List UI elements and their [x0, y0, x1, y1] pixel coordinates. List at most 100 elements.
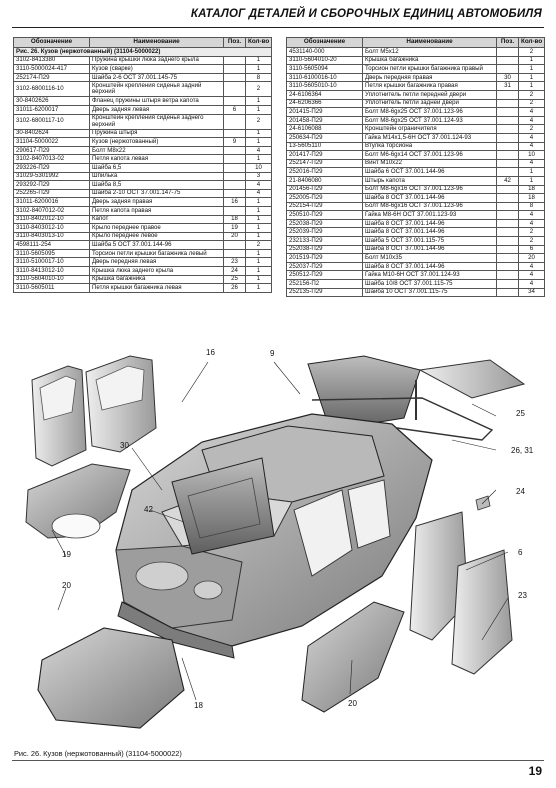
cell-qty: 3 [245, 171, 272, 182]
cell-qty: 4 [518, 279, 545, 289]
cell-code: 3110-5100017-10 [13, 257, 90, 268]
cell-code: 4598111-254 [13, 240, 90, 250]
cell-code: 4531140-000 [286, 47, 363, 57]
cell-pos: 16 [223, 197, 246, 207]
cell-code: 3102-6800116-10 [13, 81, 90, 98]
cell-name: Пружина крышки люка заднего крыла [89, 55, 224, 66]
cell-name: Торсион петли крышки багажника левый [89, 248, 224, 259]
cell-pos [223, 81, 246, 98]
figure-row: Рис. 26. Кузов (нержотованный) (31104-50… [13, 47, 272, 57]
cell-qty: 1 [518, 64, 545, 74]
cell-name: Кузов (нержотованный) [89, 137, 224, 147]
cell-code: 30-8402624 [13, 128, 90, 139]
cell-pos: 42 [496, 175, 519, 186]
callout-42: 42 [144, 505, 153, 514]
cell-pos [496, 89, 519, 100]
header-rule [12, 27, 544, 28]
cell-name: Гайка М10-6Н ОСТ 37.001.124-93 [362, 270, 497, 281]
front-door-right-drawing [409, 511, 469, 641]
cell-pos [223, 64, 246, 74]
cell-name: Фланец пружины штыря ветра капота [89, 96, 224, 106]
cell-qty: 1 [518, 72, 545, 83]
cell-name: Уплотнитель петли задней двери [362, 98, 497, 109]
cell-name: Винт М10х22 [362, 158, 497, 169]
callout-18: 18 [194, 701, 203, 710]
cell-qty: 18 [518, 184, 545, 195]
cell-code: 3110-5000024-417 [13, 64, 90, 74]
footer-rule [12, 760, 544, 761]
cell-qty: 1 [518, 175, 545, 186]
rear-door-right-drawing [85, 355, 157, 453]
cell-pos [496, 141, 519, 152]
cell-code: 250510-П29 [286, 210, 363, 220]
cell-code: 252135-П29 [286, 287, 363, 298]
cell-name: Крышка люка заднего крыла [89, 266, 224, 276]
cell-pos [496, 236, 519, 246]
cell-pos: 24 [223, 266, 246, 276]
cell-code: 252039-П29 [286, 227, 363, 238]
col-header-pos: Поз. [223, 37, 246, 48]
col-header-qty: Кол-во [245, 37, 272, 48]
cell-qty: 1 [245, 231, 272, 242]
cell-qty: 1 [245, 248, 272, 259]
cell-qty: 2 [518, 98, 545, 109]
cell-code: 3110-5604010-10 [13, 274, 90, 285]
page-title: КАТАЛОГ ДЕТАЛЕЙ И СБОРОЧНЫХ ЕДИНИЦ АВТОМ… [190, 8, 542, 20]
callout-24: 24 [516, 487, 525, 496]
cell-code: 3102-8407012-02 [13, 205, 90, 216]
cell-qty: 4 [518, 115, 545, 126]
cell-pos: 26 [223, 283, 246, 293]
cell-code: 30-8402626 [13, 96, 90, 106]
callout-20-bottom: 20 [348, 699, 357, 708]
cell-name: Гайка М14х1,5-6Н ОСТ 37.001.124-93 [362, 132, 497, 143]
cell-code: 31029-5301992 [13, 171, 90, 182]
cell-qty: 1 [245, 214, 272, 225]
cell-pos [496, 55, 519, 66]
cell-name: Капот [89, 214, 224, 225]
cell-name: Шайба 5 ОСТ 37.001.115-75 [362, 236, 497, 246]
cell-code: 252174-П29 [13, 72, 90, 83]
cell-name: Болт М8х22 [89, 145, 224, 156]
cell-code: 3110-8402012-10 [13, 214, 90, 225]
table-header-row: Обозначение Наименование Поз. Кол-во [286, 37, 545, 48]
cell-pos [496, 210, 519, 220]
cell-code: 3110-8403012-10 [13, 223, 90, 233]
hood-raised-drawing [171, 457, 275, 555]
cell-pos: 25 [223, 274, 246, 285]
front-door-left-drawing [31, 365, 87, 467]
cell-name: Болт М5х12 [362, 47, 497, 57]
cell-code: 31011-6200017 [13, 104, 90, 115]
cell-code: 3102-8407013-02 [13, 154, 90, 164]
cell-qty: 1 [245, 64, 272, 74]
cell-code: 3102-6800117-10 [13, 113, 90, 130]
cell-pos: 19 [223, 223, 246, 233]
cell-qty: 34 [518, 287, 545, 298]
cell-pos [496, 124, 519, 134]
cell-code: 250634-П29 [286, 132, 363, 143]
cell-code: 3110-5604010-20 [286, 55, 363, 66]
cell-code: 3110-5605094 [286, 64, 363, 74]
cell-qty: 4 [518, 261, 545, 272]
cell-code: 232133-П29 [286, 236, 363, 246]
table-header-row: Обозначение Наименование Поз. Кол-во [13, 37, 272, 48]
cell-pos [223, 171, 246, 182]
cell-code: 13-5605110 [286, 141, 363, 152]
cell-qty: 2 [518, 89, 545, 100]
cell-code: 201458-П29 [286, 115, 363, 126]
cell-qty: 4 [518, 210, 545, 220]
cell-pos [496, 98, 519, 109]
cell-pos: 31 [496, 81, 519, 91]
